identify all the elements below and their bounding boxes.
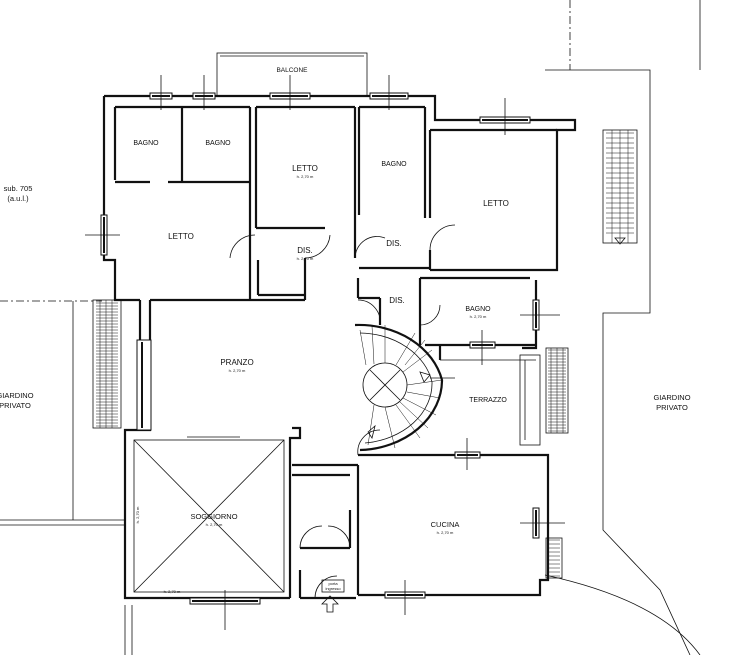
room-label-dis-1: DIS. xyxy=(297,246,313,255)
room-label-terrazzo: TERRAZZO xyxy=(469,397,507,404)
terrace xyxy=(440,354,541,446)
living-room-outline xyxy=(133,436,285,593)
room-label-letto-left: LETTO xyxy=(168,232,194,241)
room-label-pranzo: PRANZO xyxy=(220,358,253,367)
garden-left-line2: PRIVATO xyxy=(0,401,31,410)
room-height-bagno-4: h. 2,70 m xyxy=(470,314,487,319)
room-label-cucina: CUCINA xyxy=(431,520,460,529)
room-label-dis-2: DIS. xyxy=(386,239,402,248)
room-label-bagno-3: BAGNO xyxy=(381,161,407,168)
garden-right-line1: GIARDINO xyxy=(653,393,690,402)
room-height-soggiorno-side: h. 2,70 m xyxy=(135,506,140,523)
windows xyxy=(100,92,540,605)
garden-left-line1: GIARDINO xyxy=(0,391,34,400)
external-stairs xyxy=(92,129,638,579)
room-label-bagno-2: BAGNO xyxy=(205,140,231,147)
neighbor-label-line1: sub. 705 xyxy=(4,184,33,193)
door-swings xyxy=(229,224,456,599)
window-ticks xyxy=(85,75,565,630)
room-label-bagno-4: BAGNO xyxy=(465,306,491,313)
entrance-arrow xyxy=(321,579,345,613)
spiral-staircase xyxy=(354,323,444,452)
room-height-pranzo: h. 2,70 m xyxy=(229,368,246,373)
entrance-label-1: porta xyxy=(328,581,338,586)
room-label-letto-center: LETTO xyxy=(292,164,318,173)
exterior-walls xyxy=(102,94,577,600)
room-label-balcone: BALCONE xyxy=(276,67,308,74)
room-label-soggiorno: SOGGIORNO xyxy=(190,512,237,521)
room-height-soggiorno: h. 2,70 m xyxy=(206,522,223,527)
room-label-dis-3: DIS. xyxy=(389,296,405,305)
property-lines xyxy=(0,0,701,655)
interior-walls xyxy=(113,105,557,598)
neighbor-label-line2: (a.u.l.) xyxy=(7,194,29,203)
room-height-soggiorno-bottom: h. 2,70 m xyxy=(164,589,181,594)
room-label-bagno-1: BAGNO xyxy=(133,140,159,147)
room-label-letto-right: LETTO xyxy=(483,199,509,208)
room-height-letto-center: h. 2,70 m xyxy=(297,174,314,179)
balcony xyxy=(216,52,368,97)
garden-right-line2: PRIVATO xyxy=(656,403,688,412)
room-height-dis-1: h. 2,70 m xyxy=(297,256,314,261)
entrance-label-2: ingresso xyxy=(325,586,341,591)
room-height-cucina: h. 2,70 m xyxy=(437,530,454,535)
